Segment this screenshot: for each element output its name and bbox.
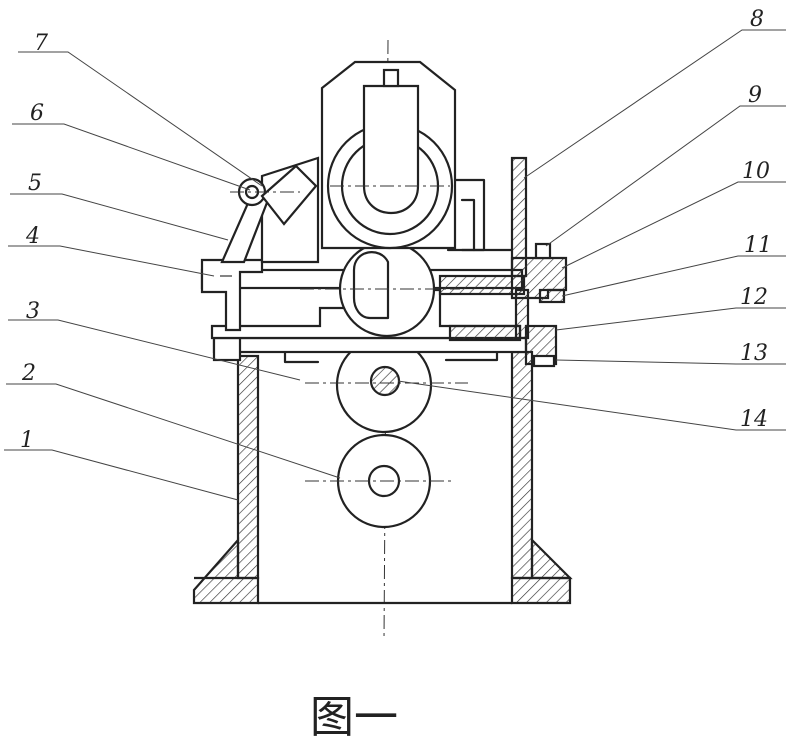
motor-housing bbox=[320, 60, 457, 250]
callout-12: 12 bbox=[740, 285, 768, 310]
callout-2: 2 bbox=[21, 361, 36, 386]
figure-caption: 图一 bbox=[310, 692, 398, 743]
left-lever-assembly bbox=[220, 156, 320, 264]
callout-7: 7 bbox=[34, 31, 48, 56]
callout-1: 1 bbox=[20, 428, 34, 453]
callout-10: 10 bbox=[742, 159, 770, 184]
callouts: 7 6 5 4 3 2 1 8 9 10 11 12 13 14 bbox=[20, 7, 772, 453]
vertical-bracket bbox=[510, 156, 568, 304]
callout-13: 13 bbox=[740, 341, 768, 366]
callout-5: 5 bbox=[28, 171, 42, 196]
right-frame bbox=[446, 178, 514, 252]
callout-8: 8 bbox=[750, 7, 764, 32]
callout-9: 9 bbox=[748, 83, 762, 108]
leader-lines bbox=[4, 29, 786, 501]
callout-4: 4 bbox=[25, 224, 40, 249]
base-housing bbox=[192, 344, 573, 605]
callout-14: 14 bbox=[740, 407, 768, 432]
callout-6: 6 bbox=[30, 101, 44, 126]
lower-roller bbox=[305, 433, 455, 529]
callout-3: 3 bbox=[26, 299, 40, 324]
shaft-14 bbox=[369, 365, 401, 397]
callout-11: 11 bbox=[744, 233, 772, 258]
